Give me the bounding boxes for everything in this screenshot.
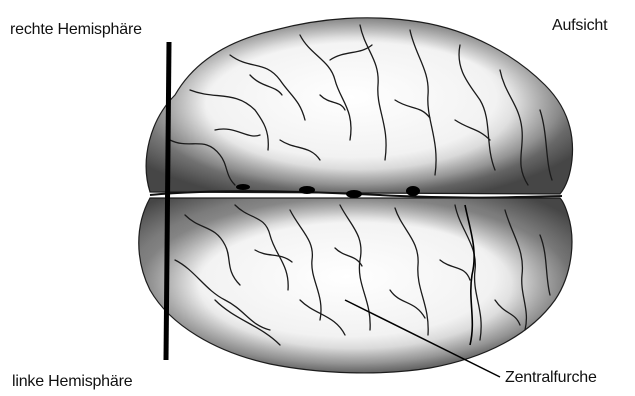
hemisphere-divider-line [166, 42, 169, 360]
right-hemisphere-label: rechte Hemisphäre [10, 21, 142, 39]
view-label: Aufsicht [552, 17, 607, 35]
fissure-gap-1 [236, 184, 250, 190]
fissure-gap-4 [406, 186, 420, 196]
central-sulcus-label: Zentralfurche [505, 369, 597, 387]
fissure-gap-2 [299, 186, 315, 194]
fissure-gap-3 [346, 190, 362, 198]
left-hemisphere-label: linke Hemisphäre [12, 373, 132, 391]
